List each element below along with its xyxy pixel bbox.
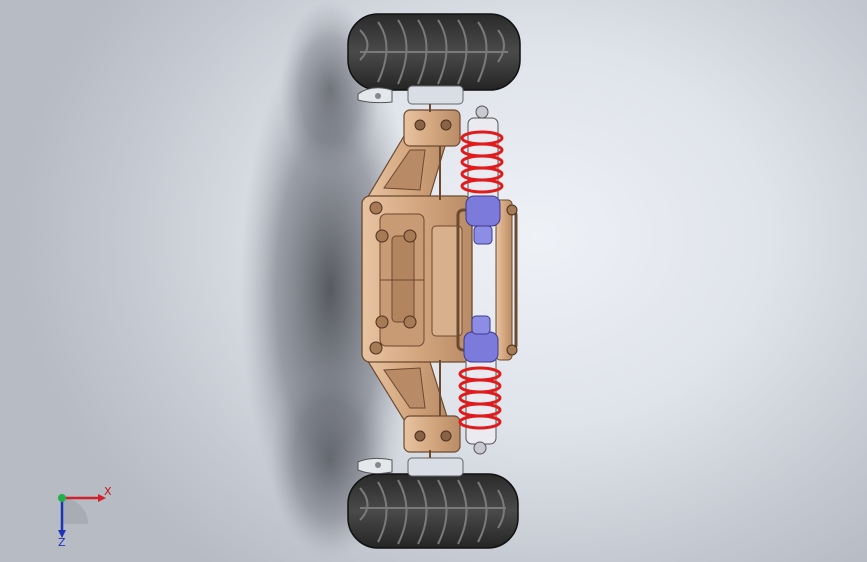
lower-shock-absorber[interactable] — [458, 315, 502, 455]
triad-plane — [62, 498, 88, 524]
bottom-hub — [357, 457, 464, 477]
top-wheel-tread — [359, 19, 508, 85]
z-axis-label: Z — [58, 536, 66, 548]
central-bulkhead[interactable] — [361, 195, 473, 363]
chassis-links — [429, 104, 441, 458]
top-hub — [357, 85, 464, 105]
x-axis-arrowhead — [98, 494, 106, 502]
z-axis-arrowhead — [58, 530, 66, 538]
upper-shock-absorber[interactable] — [460, 105, 504, 245]
axis-triad: X Z — [58, 485, 112, 548]
bottom-wheel[interactable] — [347, 473, 519, 549]
x-axis-label: X — [104, 485, 112, 498]
upper-spring — [460, 130, 504, 194]
lower-spring — [458, 366, 502, 430]
bottom-wheel-tread — [359, 479, 506, 545]
top-wheel[interactable] — [347, 13, 521, 91]
y-axis-dot — [58, 494, 66, 502]
lower-a-arm[interactable] — [364, 357, 461, 453]
